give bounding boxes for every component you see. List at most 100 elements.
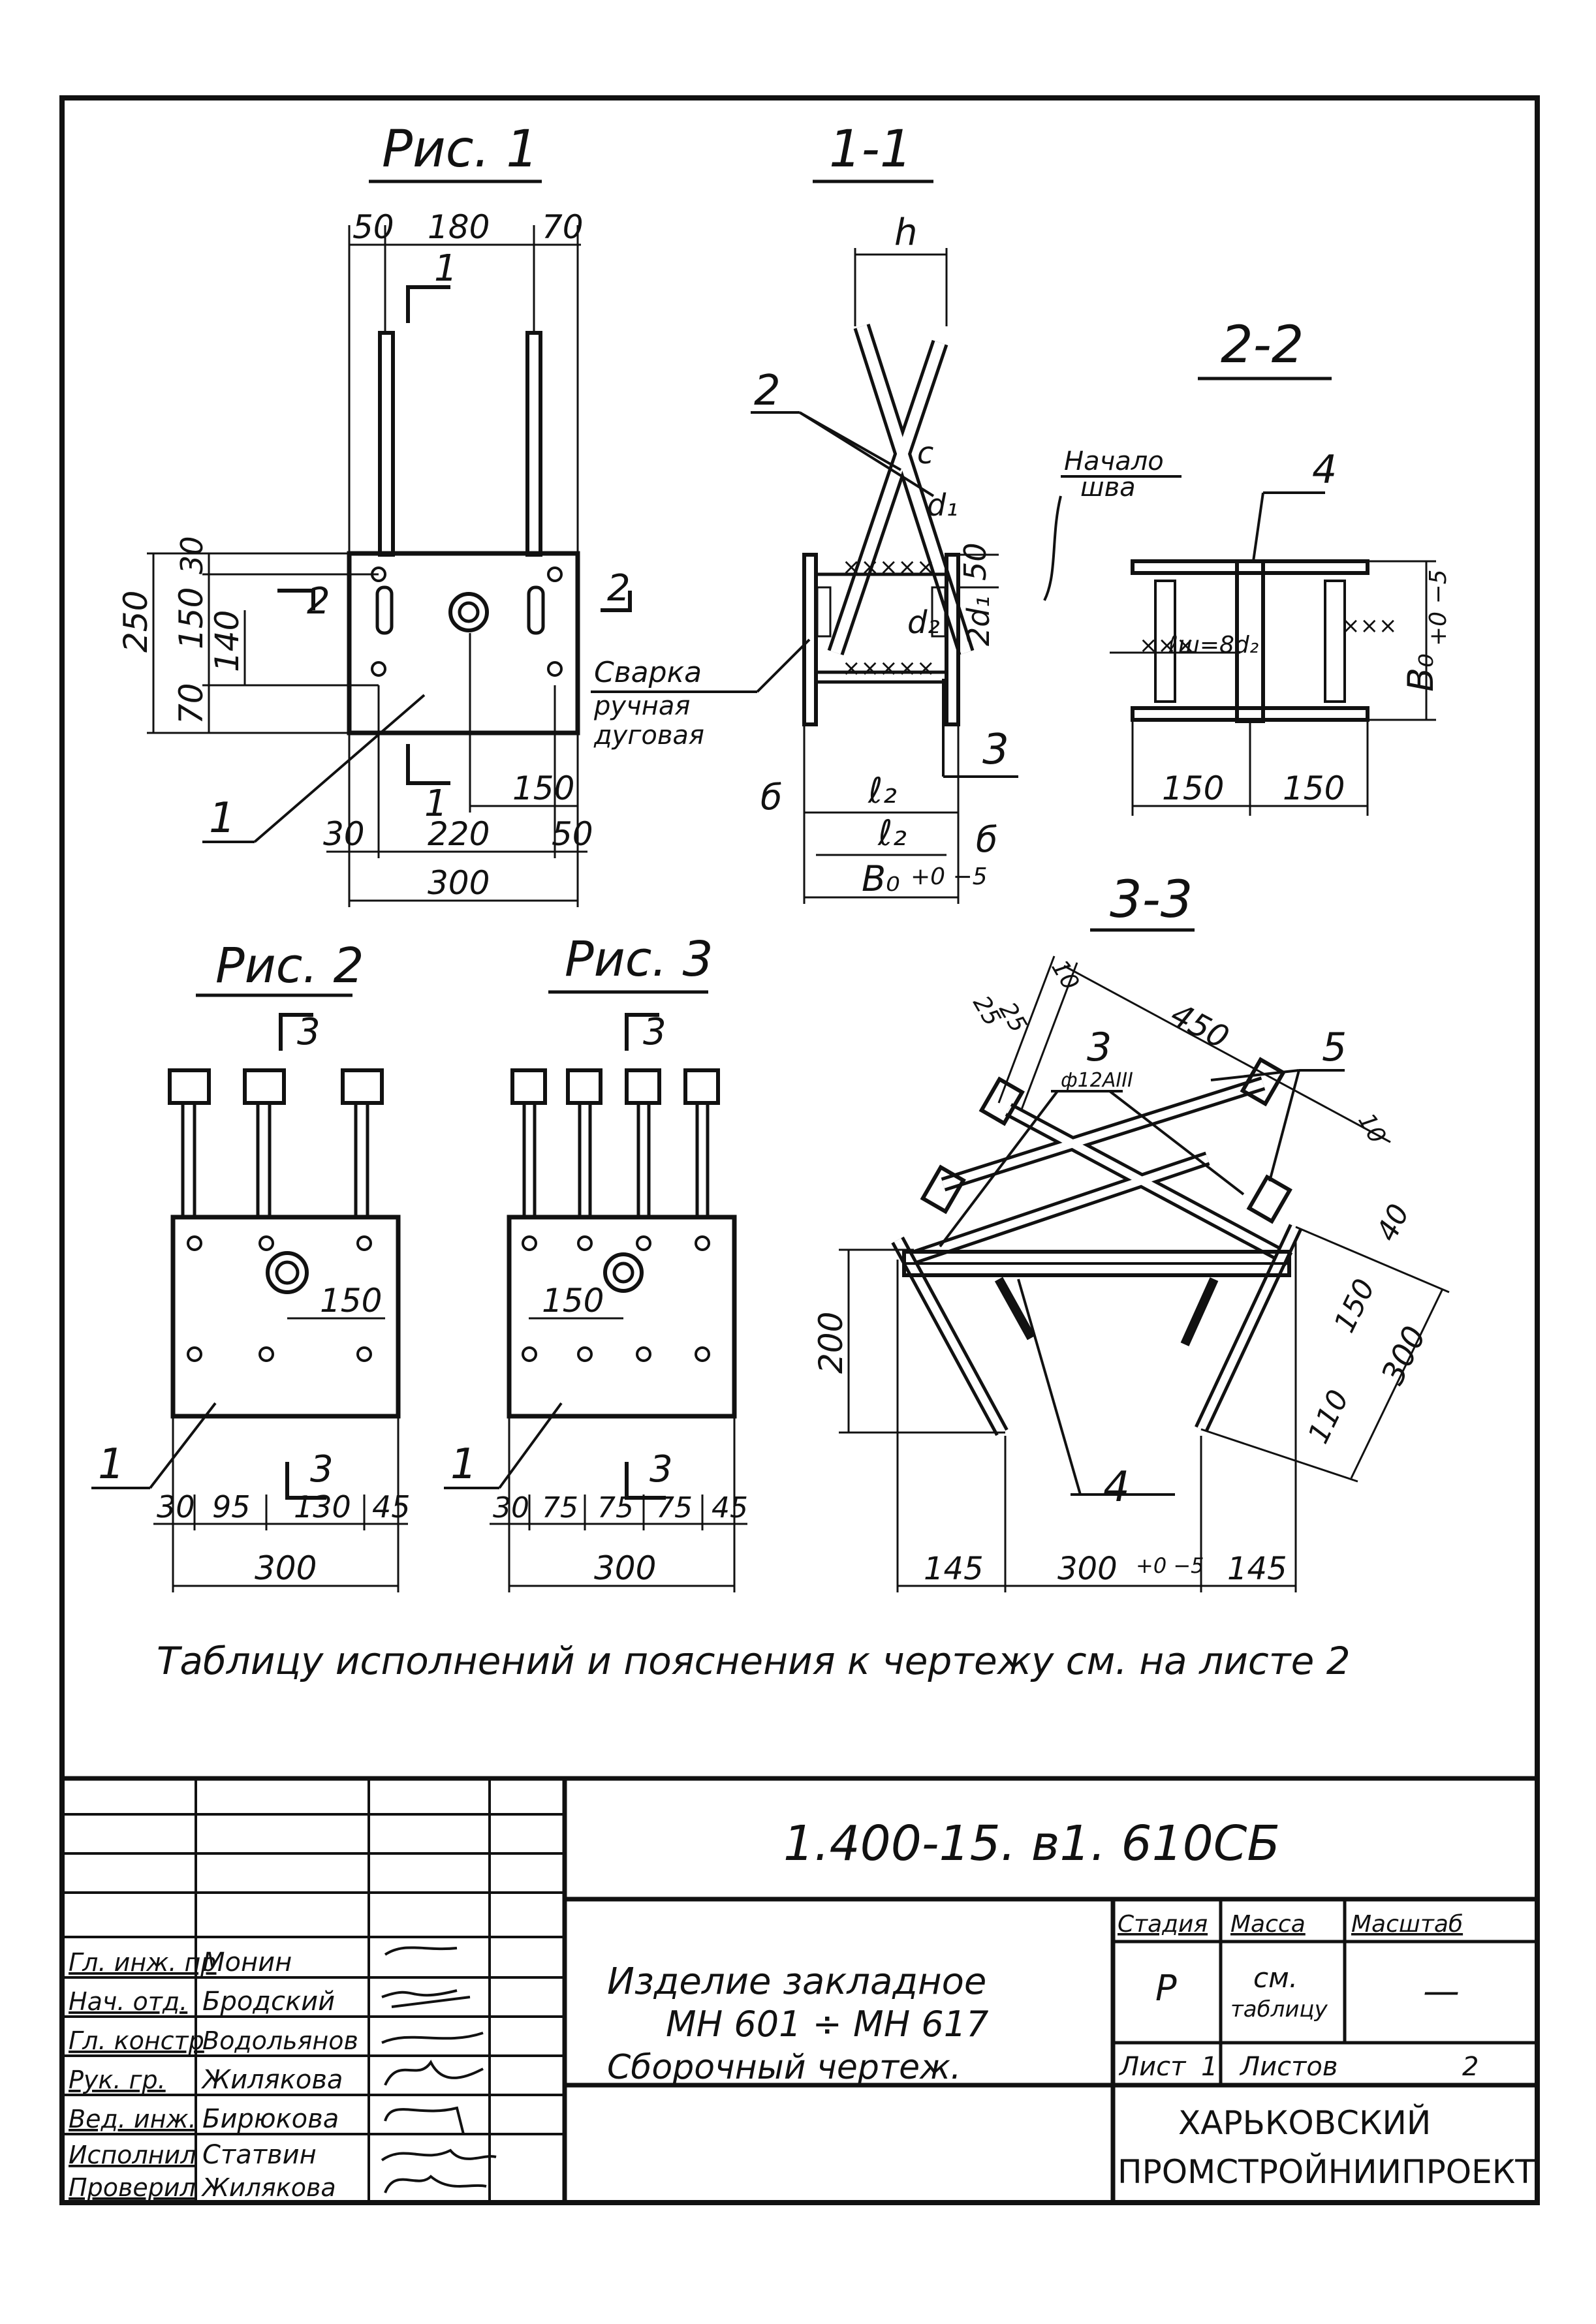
section-1-1-h: h	[894, 211, 918, 254]
section-3-3-dim-450: 450	[1165, 996, 1234, 1056]
figure-3-plate	[507, 1215, 737, 1419]
figure-2-dim-a: 30	[157, 1489, 195, 1525]
fig1-dim-left-total: 250	[117, 591, 155, 653]
col-stage: Стадия	[1118, 1911, 1208, 1938]
section-3-3-part-3: 3	[1087, 1025, 1112, 1070]
figure-2-dim-total: 300	[255, 1549, 317, 1587]
section-3-3-dim-145a: 145	[924, 1551, 984, 1587]
figure-3-dim-a: 30	[493, 1491, 529, 1525]
section-2-2-title: 2-2	[1221, 316, 1304, 375]
section-3-3-part-5: 5	[1322, 1025, 1347, 1070]
section-1-1-b-left: б	[760, 777, 782, 818]
embed-plate	[347, 551, 580, 736]
section-3-3-rebar: ф12АIII	[1061, 1069, 1133, 1092]
section-1-1-d1: d₁	[927, 488, 958, 523]
fig1-part-1: 1	[209, 794, 236, 843]
figure-2-section-bot: 3	[310, 1448, 334, 1491]
name-1: Бродский	[202, 1987, 335, 2017]
figure-3-dim-d: 75	[656, 1491, 693, 1525]
fig1-dim-bot-total: 300	[428, 864, 490, 902]
fig1-section-1-top: 1	[434, 247, 458, 290]
figure-2-dim-mid: 150	[320, 1282, 382, 1320]
section-2-2-dim-b: 150	[1283, 769, 1345, 807]
section-3-3-dim-150: 150	[1328, 1274, 1382, 1338]
role-3: Рук. гр.	[69, 2066, 166, 2094]
name-5: Статвин	[202, 2140, 317, 2170]
section-2-2-start-1: Начало	[1064, 446, 1164, 476]
figure-1: Рис. 1 50 180 70 1 1 2 2	[117, 120, 811, 907]
section-2-2-weld-eq: ℓш=8d₂	[1168, 632, 1259, 658]
section-2-2-part-4: 4	[1312, 447, 1337, 493]
fig1-section-2-right: 2	[607, 567, 631, 610]
fig1-section-1-bottom: 1	[424, 782, 448, 825]
figure-2-dim-d: 45	[372, 1489, 411, 1525]
name-2: Водольянов	[202, 2026, 358, 2055]
sheet-number: 1	[1201, 2052, 1217, 2082]
section-3-3-dim-tol: +0 −5	[1136, 1553, 1204, 1578]
section-3-3: 3-3 3 ф12АIII 5 4	[812, 871, 1450, 1592]
fig1-dim-top-c: 70	[542, 208, 584, 246]
figure-3-title: Рис. 3	[565, 931, 713, 987]
document-code: 1.400-15. в1. 610СБ	[783, 1816, 1280, 1872]
mass-value-2: таблицу	[1230, 1996, 1328, 2022]
name-0: Монин	[202, 1947, 292, 1977]
figure-3-section-top: 3	[643, 1011, 666, 1053]
section-3-3-dim-300: 300	[1374, 1320, 1433, 1390]
section-1-1-weld-bot: ×××××	[842, 655, 935, 681]
figure-2-dim-b: 95	[212, 1489, 251, 1525]
section-2-2-tol: +0 −5	[1425, 569, 1452, 646]
sheets-number: 2	[1462, 2052, 1479, 2082]
fig1-dim-left-b: 150	[172, 587, 210, 649]
role-1: Нач. отд.	[69, 1987, 187, 2016]
section-1-1-l2-a: ℓ₂	[868, 770, 897, 811]
role-6: Проверил	[69, 2173, 196, 2202]
section-2-2: 2-2 Начало шва 4 ××× ××× ℓш=8d₂ B₀ +0 −5…	[1043, 316, 1452, 816]
sheets-label: Листов	[1239, 2052, 1338, 2082]
section-1-1-title: 1-1	[829, 120, 912, 179]
fig1-dim-left-a: 30	[174, 536, 210, 574]
mass-value-1: см.	[1253, 1962, 1298, 1994]
stage-value: Р	[1155, 1968, 1177, 2009]
title-block: Гл. инж. пр Нач. отд. Гл. констр Рук. гр…	[62, 1776, 1537, 2203]
section-1-1-l2-b: ℓ₂	[877, 813, 907, 854]
fig1-dim-bot-b: 220	[428, 815, 490, 853]
org-line-1: ХАРЬКОВСКИЙ	[1178, 2103, 1431, 2142]
name-3: Жиляковa	[200, 2065, 343, 2095]
section-3-3-dim-145b: 145	[1227, 1551, 1287, 1587]
section-1-1-dim-2d1: 2d₁	[961, 596, 996, 646]
fig1-dim-bot-a: 30	[323, 815, 365, 853]
section-1-1-b0: B₀	[862, 858, 900, 899]
fig1-weld-note-3: дуговая	[593, 720, 704, 751]
section-1-1-weld-top: ×××××	[842, 554, 935, 580]
role-0: Гл. инж. пр	[69, 1948, 217, 1977]
col-mass: Масса	[1230, 1911, 1306, 1938]
org-line-2: ПРОМСТРОЙНИИПРОЕКТ	[1118, 2152, 1535, 2191]
role-5: Исполнил	[69, 2141, 196, 2169]
section-1-1-b-right: б	[976, 819, 997, 860]
section-1-1-part-2: 2	[754, 367, 781, 415]
fig1-dim-top-a: 50	[352, 208, 394, 246]
figure-3: Рис. 3 3 150 3 1 30	[444, 931, 748, 1592]
role-2: Гл. констр	[69, 2026, 204, 2055]
product-title-3: Сборочный чертеж.	[607, 2048, 962, 2087]
section-2-2-b0: B₀	[1400, 653, 1441, 692]
role-4: Вед. инж.	[69, 2105, 196, 2133]
figure-3-dim-b: 75	[542, 1491, 578, 1525]
section-2-2-weld-r: ×××	[1341, 613, 1397, 639]
figure-3-dim-c: 75	[597, 1491, 634, 1525]
figure-2-plate	[170, 1215, 401, 1419]
section-3-3-title: 3-3	[1110, 871, 1193, 929]
section-3-3-dim-10b: 10	[1353, 1109, 1390, 1148]
figure-1-title: Рис. 1	[382, 120, 539, 179]
fig1-dim-top-b: 180	[428, 208, 490, 246]
fig1-dim-bot-c: 50	[552, 815, 593, 853]
fig1-dim-left-d: 140	[208, 610, 246, 672]
figure-3-dim-e: 45	[712, 1491, 748, 1525]
name-4: Бирюкова	[202, 2104, 339, 2134]
product-title-2: МН 601 ÷ МН 617	[666, 2004, 988, 2045]
figure-3-dim-mid: 150	[542, 1282, 604, 1320]
figure-2-section-top: 3	[297, 1011, 321, 1053]
product-title-1: Изделие закладное	[607, 1960, 986, 2003]
fig1-dim-bot-mid: 150	[512, 769, 574, 807]
